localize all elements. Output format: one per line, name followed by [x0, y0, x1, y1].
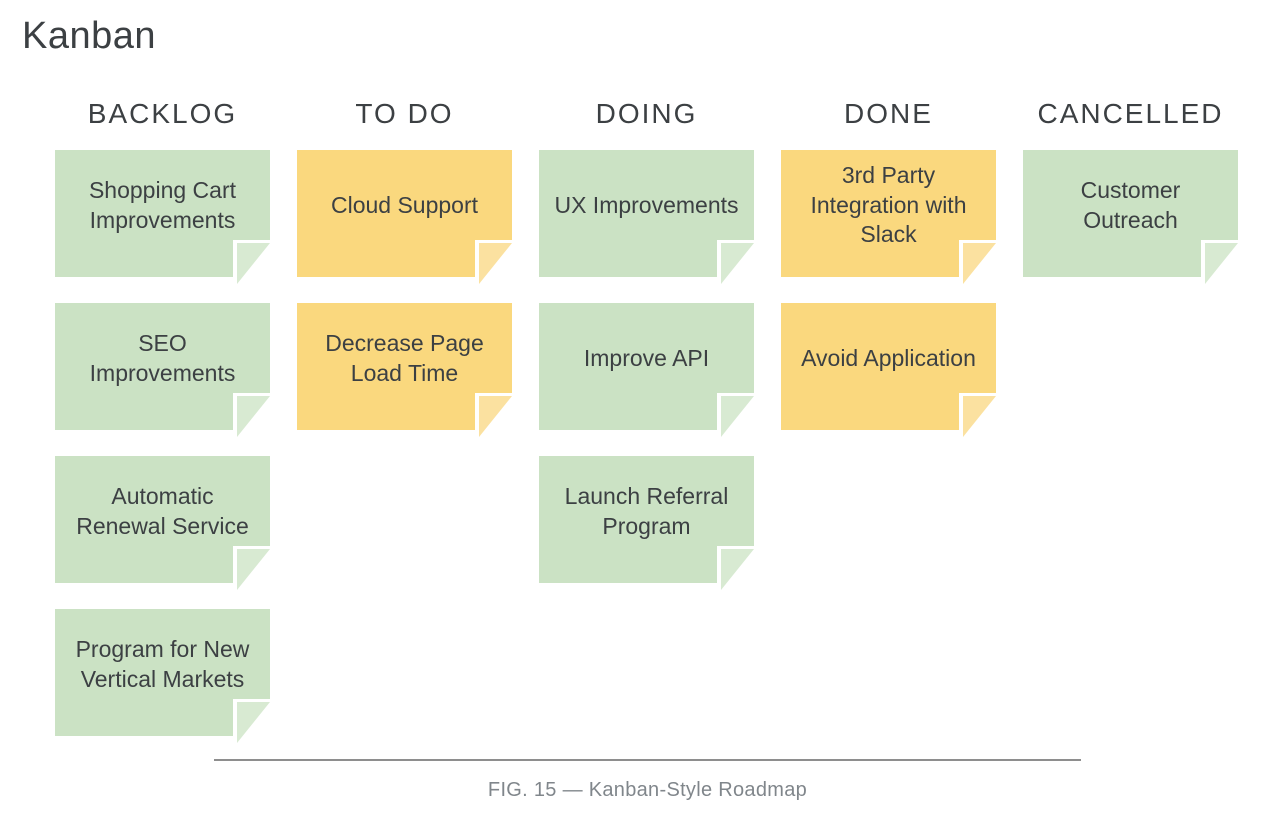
folded-corner-icon [475, 393, 512, 430]
column-header-done: DONE [844, 98, 933, 129]
sticky-note-text: Decrease Page Load Time [325, 329, 484, 386]
folded-corner-icon [233, 699, 270, 736]
column-cards: Cloud Support Decrease Page Load Time [297, 150, 512, 430]
sticky-note-card: Decrease Page Load Time [297, 303, 512, 430]
column-cancelled: CANCELLED Customer Outreach [1023, 99, 1238, 736]
page-title: Kanban [22, 15, 157, 57]
folded-corner-icon [717, 393, 754, 430]
sticky-note-card: Improve API [539, 303, 754, 430]
folded-corner-icon [1201, 240, 1238, 277]
column-cards: Customer Outreach [1023, 150, 1238, 277]
column-header-todo: TO DO [355, 98, 454, 129]
column-cards: Shopping Cart Improvements SEO Improveme… [55, 150, 270, 736]
sticky-note-card: Automatic Renewal Service [55, 456, 270, 583]
kanban-board: BACKLOG Shopping Cart Improvements SEO I… [55, 99, 1238, 736]
column-done: DONE 3rd Party Integration with Slack Av… [781, 99, 996, 736]
figure-caption: FIG. 15 — Kanban-Style Roadmap [487, 779, 808, 801]
sticky-note-text: SEO Improvements [89, 329, 236, 386]
column-header-backlog: BACKLOG [87, 98, 238, 129]
folded-corner-icon [233, 240, 270, 277]
column-header-cancelled: CANCELLED [1037, 98, 1224, 129]
sticky-note-text: UX Improvements [554, 191, 739, 218]
folded-corner-icon [717, 546, 754, 583]
folded-corner-icon [233, 393, 270, 430]
column-cards: UX Improvements Improve API Launch Refer… [539, 150, 754, 583]
sticky-note-card: SEO Improvements [55, 303, 270, 430]
sticky-note-card: Avoid Application [781, 303, 996, 430]
sticky-note-card: Shopping Cart Improvements [55, 150, 270, 277]
caption-divider [214, 759, 1081, 761]
figure-caption-block: FIG. 15 — Kanban-Style Roadmap [214, 759, 1081, 802]
sticky-note-text: 3rd Party Integration with Slack [810, 161, 967, 248]
sticky-note-card: 3rd Party Integration with Slack [781, 150, 996, 277]
sticky-note-text: Cloud Support [330, 191, 479, 218]
sticky-note-text: Avoid Application [801, 344, 976, 371]
sticky-note-card: UX Improvements [539, 150, 754, 277]
sticky-note-card: Customer Outreach [1023, 150, 1238, 277]
sticky-note-text: Launch Referral Program [564, 482, 729, 539]
sticky-note-text: Improve API [583, 344, 710, 371]
sticky-note-text: Shopping Cart Improvements [88, 176, 237, 233]
column-cards: 3rd Party Integration with Slack Avoid A… [781, 150, 996, 430]
sticky-note-card: Launch Referral Program [539, 456, 754, 583]
column-backlog: BACKLOG Shopping Cart Improvements SEO I… [55, 99, 270, 736]
sticky-note-card: Cloud Support [297, 150, 512, 277]
sticky-note-text: Customer Outreach [1080, 176, 1181, 233]
folded-corner-icon [717, 240, 754, 277]
column-header-doing: DOING [595, 98, 698, 129]
column-todo: TO DO Cloud Support Decrease Page Load T… [297, 99, 512, 736]
folded-corner-icon [475, 240, 512, 277]
folded-corner-icon [233, 546, 270, 583]
sticky-note-text: Automatic Renewal Service [76, 482, 249, 539]
folded-corner-icon [959, 240, 996, 277]
column-doing: DOING UX Improvements Improve API Launch… [539, 99, 754, 736]
sticky-note-card: Program for New Vertical Markets [55, 609, 270, 736]
sticky-note-text: Program for New Vertical Markets [75, 635, 250, 692]
folded-corner-icon [959, 393, 996, 430]
